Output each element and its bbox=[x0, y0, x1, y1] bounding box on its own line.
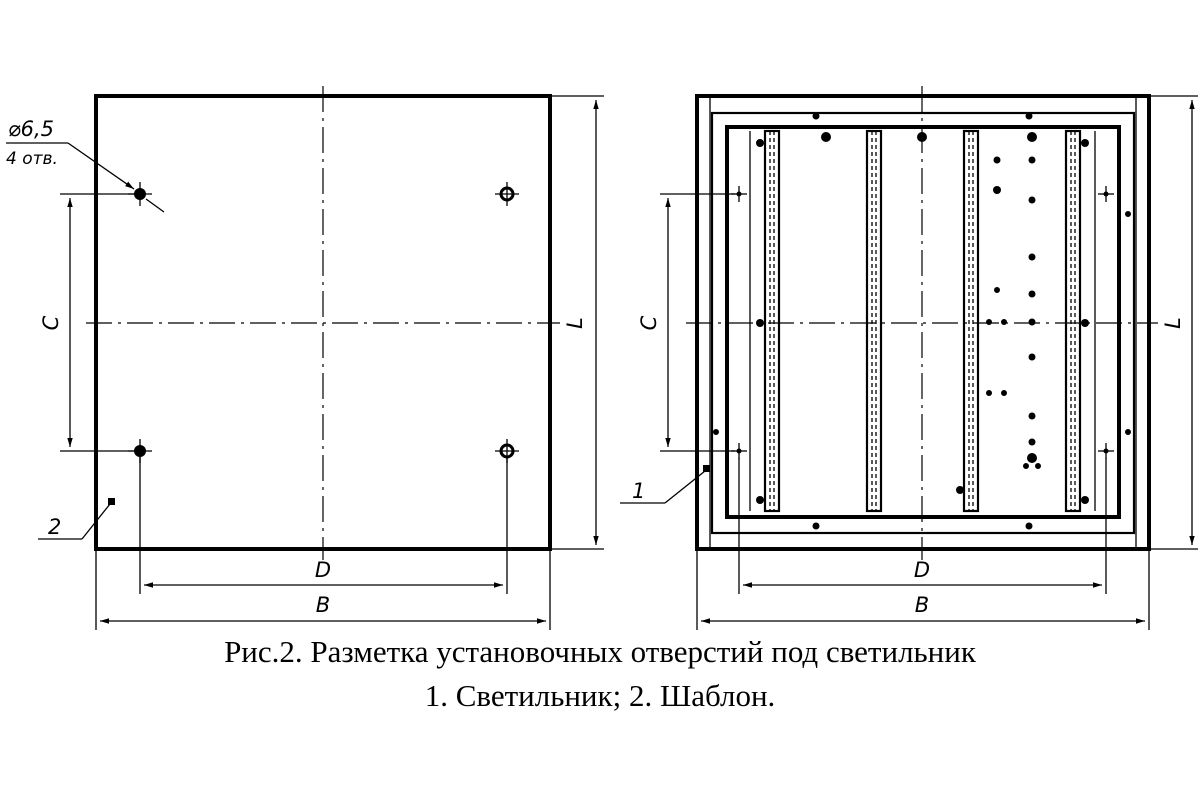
hole-diameter-label: ⌀6,5 bbox=[8, 117, 54, 141]
mounting-hole bbox=[1098, 443, 1114, 459]
rail-center-right bbox=[962, 129, 980, 513]
figure-caption-legend: 1. Светильник; 2. Шаблон. bbox=[424, 678, 776, 713]
rail-left bbox=[749, 129, 781, 513]
dimension-b-label: B bbox=[316, 593, 330, 617]
fastener-dots bbox=[713, 112, 1131, 530]
dimension-c-label: C bbox=[39, 315, 63, 330]
rail-right bbox=[1064, 129, 1096, 513]
dimension-l-label: L bbox=[563, 317, 587, 329]
template-marker bbox=[108, 498, 115, 505]
leader-label-1: 1 bbox=[632, 479, 645, 503]
luminaire-marker bbox=[703, 465, 710, 472]
dimension-b-label: B bbox=[915, 593, 929, 617]
mounting-hole bbox=[1098, 186, 1114, 202]
leader-label-2: 2 bbox=[48, 515, 61, 539]
leader-line-1 bbox=[664, 470, 706, 504]
dimension-d-label: D bbox=[315, 558, 331, 582]
luminaire-panel bbox=[725, 125, 1121, 519]
dimension-l-label: L bbox=[1161, 317, 1185, 329]
mounting-hole bbox=[495, 182, 519, 206]
figure-caption-title: Рис.2. Разметка установочных отверстий п… bbox=[224, 634, 976, 669]
hole-count-label: 4 отв. bbox=[6, 149, 58, 169]
rail-center-left bbox=[865, 129, 883, 513]
dimension-c-label: C bbox=[637, 315, 661, 330]
template-view: ⌀6,5 4 отв. C L D B 2 bbox=[6, 86, 604, 630]
leader-line-2 bbox=[81, 503, 111, 540]
dimension-d-label: D bbox=[914, 558, 930, 582]
mounting-hole bbox=[731, 186, 747, 202]
luminaire-view: C L D B 1 bbox=[620, 86, 1198, 630]
